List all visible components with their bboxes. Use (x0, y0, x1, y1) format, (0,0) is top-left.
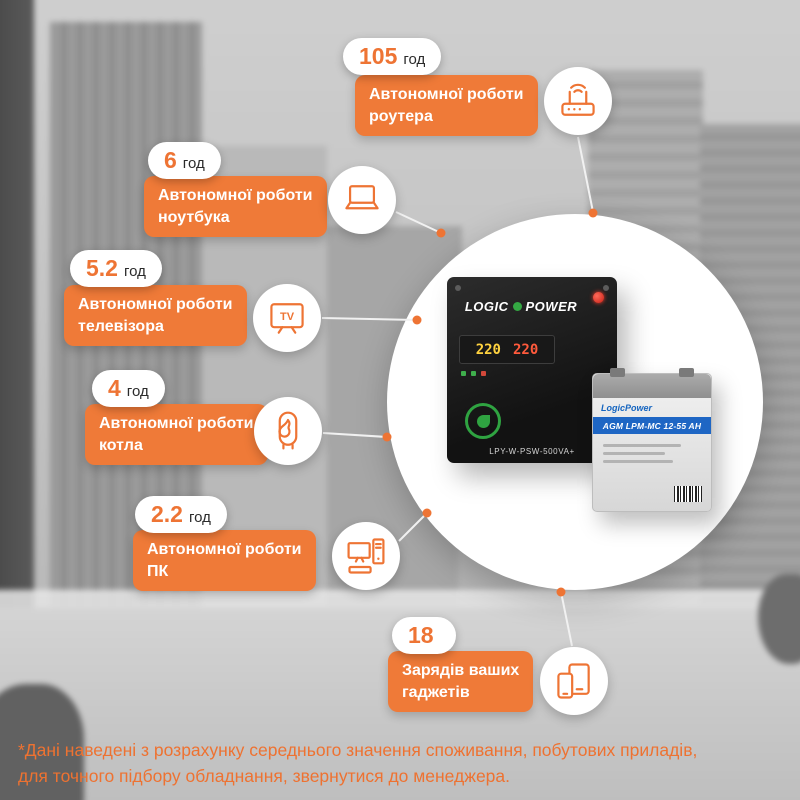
backup-time-pill-pc: 2.2 год (135, 496, 227, 533)
plant-silhouette (0, 684, 84, 800)
backup-label-tv: Автономної роботи телевізора (64, 285, 247, 347)
battery-terminal (610, 368, 625, 377)
backup-time-pill-laptop: 6 год (148, 142, 221, 179)
router-icon-circle (544, 67, 612, 135)
backup-label-laptop: Автономної роботи ноутбука (144, 176, 327, 238)
stat-value: 18 (408, 622, 434, 648)
pc-icon-circle (332, 522, 400, 590)
ups-model-label: LPY-W-PSW-500VA+ (489, 447, 575, 456)
input-voltage-readout: 220 (475, 341, 501, 358)
router-icon (561, 83, 595, 116)
brand-dot-icon (512, 302, 522, 311)
footnote-line-2: для точного підбору обладнання, звернути… (18, 766, 511, 787)
screw (603, 285, 609, 291)
brand-left: LOGIC (464, 299, 509, 314)
backup-label-pc: Автономної роботи ПК (133, 530, 316, 592)
stat-value: 2.2 (151, 501, 183, 527)
battery-top (593, 374, 711, 398)
brand-right: POWER (525, 299, 578, 314)
stat-value: 4 (108, 375, 121, 401)
battery-terminal (679, 368, 694, 377)
footnote-line-1: *Дані наведені з розрахунку середнього з… (18, 740, 698, 760)
pure-sine-emblem-icon (465, 403, 501, 439)
power-button-icon (593, 292, 604, 303)
stat-value: 105 (359, 43, 398, 69)
backup-time-pill-router: 105 год (343, 38, 442, 75)
laptop-icon-circle (328, 166, 396, 234)
battery: LogicPower AGM LPM-MC 12-55 AH (592, 368, 712, 512)
battery-brand-label: LogicPower (601, 403, 653, 413)
screw (455, 285, 461, 291)
stat-value: 6 (164, 147, 177, 173)
tv-icon-label: TV (280, 311, 295, 323)
backup-label-boiler: Автономної роботи котла (85, 404, 268, 466)
brand-logo: LOGIC POWER (447, 299, 595, 314)
stat-value: 5.2 (86, 255, 118, 281)
building (0, 0, 34, 613)
stat-unit: год (123, 263, 146, 280)
stat-unit: год (126, 383, 149, 400)
stat-unit: год (403, 51, 426, 68)
backup-time-pill-tv: 5.2 год (70, 250, 162, 287)
boiler-icon (278, 411, 298, 450)
battery-model-label: AGM LPM-MC 12-55 AH (593, 417, 711, 434)
output-voltage-readout: 220 (513, 341, 539, 358)
status-leds (461, 371, 486, 376)
ups-device: LOGIC POWER 220 220 LPY-W-PSW-500VA+ (447, 277, 617, 463)
gadgets-icon-circle (540, 647, 608, 715)
stat-unit: год (188, 509, 211, 526)
laptop-icon (345, 185, 379, 210)
rooftop-railing (0, 590, 800, 608)
backup-label-router: Автономної роботи роутера (355, 75, 538, 137)
tv-icon: TV (270, 303, 304, 334)
backup-time-pill-boiler: 4 год (92, 370, 165, 407)
barcode (674, 486, 702, 502)
lcd-display: 220 220 (459, 335, 555, 364)
stat-unit: год (182, 155, 205, 172)
boiler-icon-circle (254, 397, 322, 465)
tv-icon-circle: TV (253, 284, 321, 352)
footnote: *Дані наведені з розрахунку середнього з… (18, 737, 697, 790)
charges-label-gadgets: Зарядів ваших гаджетів (388, 651, 534, 713)
charges-count-pill: 18 (392, 617, 456, 654)
gadgets-icon (557, 663, 590, 699)
pc-icon (347, 538, 385, 574)
